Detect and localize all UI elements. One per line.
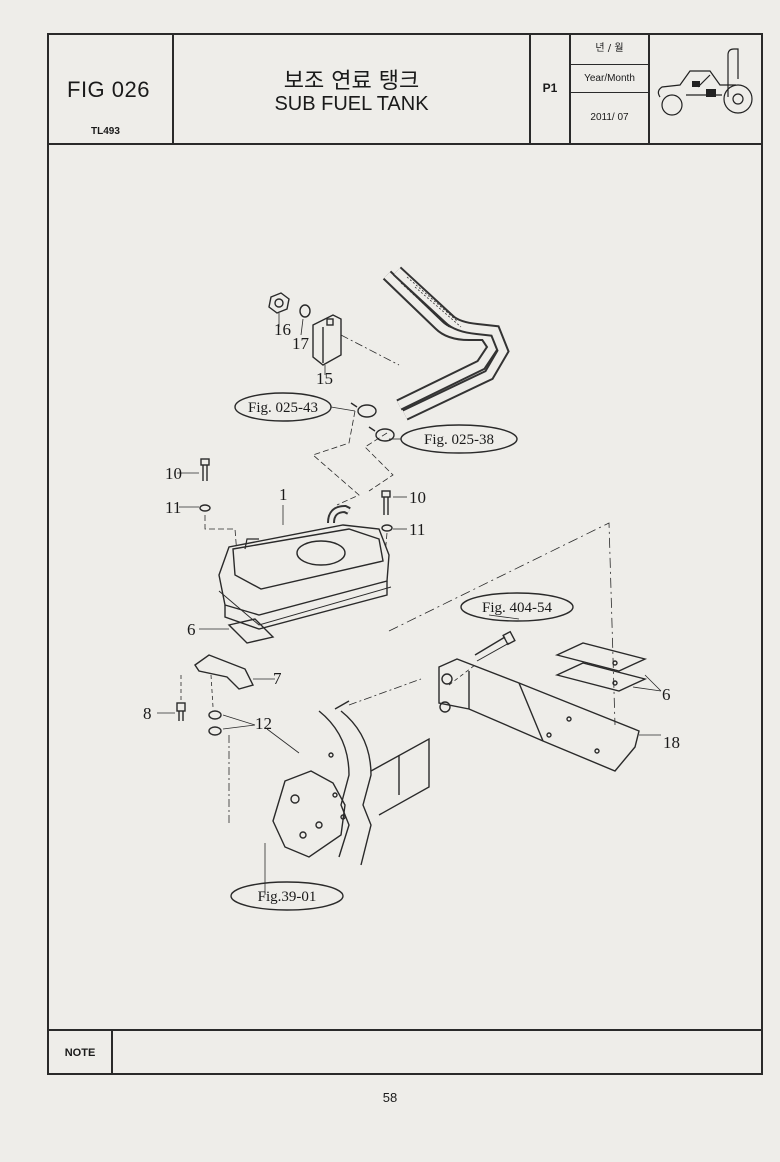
label-10-right: 10 (409, 488, 426, 507)
label-7: 7 (273, 669, 282, 688)
date-cell: 년 / 월 Year/Month 2011/ 07 (571, 35, 650, 143)
ref-oval-39-01 (230, 881, 344, 911)
label-18: 18 (663, 733, 680, 752)
note-label: NOTE (49, 1031, 113, 1075)
bolt-10-left (177, 458, 210, 481)
model-code: TL493 (91, 126, 120, 137)
ref-404-54: Fig. 404-54 (482, 600, 553, 616)
label-6-right: 6 (662, 685, 671, 704)
washer-11-right (381, 524, 407, 532)
label-8: 8 (143, 704, 152, 723)
title-english: SUB FUEL TANK (274, 93, 429, 115)
bolt-10-right (381, 490, 407, 515)
ref-oval-404-54 (460, 592, 574, 622)
frame-bolt (448, 630, 516, 686)
label-10-left: 10 (165, 464, 182, 483)
washer-17 (299, 304, 311, 336)
page-code-cell: P1 (531, 35, 571, 143)
page-frame: FIG 026 TL493 보조 연료 탱크 SUB FUEL TANK P1 … (47, 33, 763, 1075)
pad-6-left (199, 618, 275, 644)
label-11-right: 11 (409, 520, 425, 539)
tractor-icon (657, 48, 753, 116)
bracket-15 (312, 314, 400, 375)
parts-diagram: 16 17 15 1 10 11 10 11 6 7 8 12 6 18 Fig… (143, 266, 680, 911)
nut-16 (268, 292, 290, 327)
page-number: 58 (382, 1090, 398, 1105)
date-value: 2011/ 07 (590, 112, 629, 123)
ref-025-43: Fig. 025-43 (248, 400, 318, 416)
note-box: NOTE (49, 1029, 761, 1075)
date-label-english: Year/Month (571, 65, 648, 93)
label-15: 15 (316, 369, 333, 388)
label-6-left: 6 (187, 620, 196, 639)
tractor-frame (228, 678, 430, 895)
fuel-hose (382, 266, 510, 421)
label-12: 12 (255, 714, 272, 733)
frame-bracket-18 (438, 658, 661, 772)
washer-11-left (179, 504, 211, 512)
hose-clamp (350, 402, 395, 442)
label-17: 17 (292, 334, 310, 353)
label-16: 16 (274, 320, 291, 339)
label-1: 1 (279, 485, 288, 504)
header: FIG 026 TL493 보조 연료 탱크 SUB FUEL TANK P1 … (49, 35, 761, 145)
label-11-left: 11 (165, 498, 181, 517)
title-korean: 보조 연료 탱크 (283, 69, 420, 94)
date-label-korean: 년 / 월 (571, 35, 648, 65)
bracket-7 (194, 654, 275, 690)
fig-number: FIG 026 (67, 77, 150, 102)
bolt-8 (157, 675, 186, 721)
nut-12 (208, 674, 256, 736)
logo-cell (650, 35, 761, 143)
ref-39-01: Fig.39-01 (258, 889, 317, 905)
ref-oval-025-38 (400, 424, 518, 454)
ref-oval-025-43 (234, 392, 332, 422)
pad-6-right (554, 642, 662, 692)
ref-025-38: Fig. 025-38 (424, 432, 494, 448)
sub-fuel-tank (218, 504, 392, 630)
title-cell: 보조 연료 탱크 SUB FUEL TANK (174, 35, 531, 143)
page-code: P1 (542, 81, 558, 95)
fig-number-cell: FIG 026 TL493 (49, 35, 174, 143)
